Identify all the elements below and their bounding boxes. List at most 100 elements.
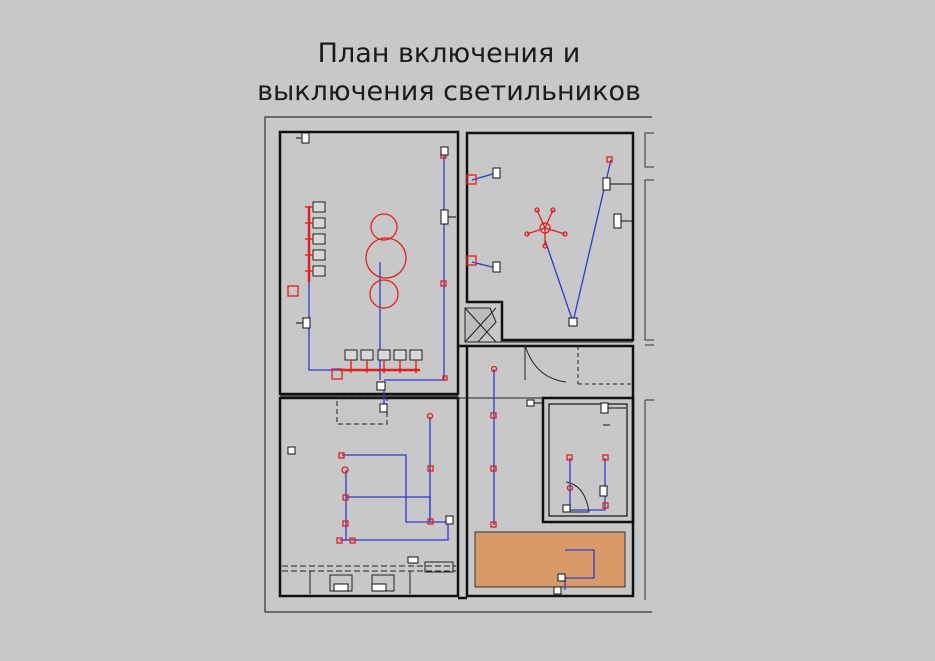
chandelier-arm-4	[544, 209, 554, 229]
sconce-ticks	[305, 206, 417, 373]
spot-20	[602, 502, 609, 509]
spot-13	[342, 494, 349, 501]
chandelier-bulb-1	[524, 231, 530, 237]
wire-bl-1	[342, 454, 448, 523]
switch-6	[379, 403, 388, 413]
door-arc-bath	[565, 481, 590, 513]
adjacent-walls	[644, 132, 654, 600]
spot-9	[427, 465, 434, 472]
switch-stubs	[296, 137, 632, 426]
sconce-box-3	[312, 233, 326, 245]
switch-1	[301, 132, 310, 144]
kitchen-niche	[336, 397, 388, 425]
switch-11	[568, 317, 578, 327]
spot-3	[606, 156, 613, 163]
switch-10	[613, 213, 622, 229]
room-top-left	[278, 130, 460, 396]
spot-11	[338, 452, 345, 459]
chandelier-bulb-3	[534, 207, 540, 213]
spot-17	[602, 454, 609, 461]
switch-17	[599, 485, 608, 497]
switch-5	[376, 381, 386, 391]
wire-bath	[569, 458, 606, 511]
switch-21	[333, 583, 349, 592]
switch-12	[287, 446, 296, 455]
spot-16	[349, 537, 356, 544]
ceiling-lamp-2	[365, 237, 407, 279]
wire-tile	[564, 549, 595, 590]
sconce-box-1	[312, 201, 326, 213]
walls	[278, 130, 635, 600]
chandelier-icon	[524, 207, 568, 249]
ceiling-lamp-1	[370, 213, 398, 241]
ceiling-lamp-3	[369, 279, 399, 309]
slide-title-line-2: выключения светильников	[257, 76, 641, 107]
wall-light-tr-2	[466, 255, 477, 266]
wire-bl-3	[340, 522, 449, 541]
chandelier-bulb-5	[542, 243, 548, 249]
switch-8	[492, 261, 501, 273]
sconce-box-b5	[409, 349, 423, 361]
adjacent-wall-top	[644, 132, 654, 168]
chandelier-bulb-2	[562, 231, 568, 237]
switch-16	[600, 402, 609, 414]
switch-4	[302, 317, 311, 329]
wire-tr-right	[572, 184, 606, 323]
spot-10	[427, 518, 434, 525]
spot-4	[490, 365, 498, 373]
sconce-box-b2	[360, 349, 374, 361]
wall-light-tr-1	[466, 174, 477, 185]
spot-2	[440, 280, 447, 287]
sconce-box-4	[312, 249, 326, 261]
switch-20	[553, 586, 562, 595]
outer-frame	[264, 116, 652, 613]
chandelier-arm-2	[544, 227, 566, 235]
spot-15	[336, 537, 343, 544]
bathroom-inner	[548, 403, 628, 517]
wiring	[308, 152, 612, 590]
vent-shaft-x	[464, 307, 497, 343]
outer-frame-outline	[264, 116, 652, 613]
sconce-boxes-bottom	[344, 349, 423, 361]
spot-5	[490, 412, 497, 419]
switch-9	[602, 177, 611, 191]
chandelier-bulb-4	[550, 207, 556, 213]
sconce-boxes-left	[312, 201, 326, 277]
switches	[287, 132, 622, 595]
switch-14	[407, 556, 419, 564]
wire-bl-2	[346, 496, 431, 522]
sconce-box-b4	[393, 349, 407, 361]
spot-14	[342, 520, 349, 527]
wall-details	[280, 307, 633, 594]
sconce-box-b1	[344, 349, 358, 361]
sconce-box-5	[312, 265, 326, 277]
spot-7	[490, 521, 497, 528]
bathroom	[541, 396, 635, 524]
sconce-box-2	[312, 217, 326, 229]
hall-tile-area	[474, 531, 626, 588]
spot-18	[566, 454, 573, 461]
switch-15	[526, 399, 535, 407]
switch-7	[492, 167, 501, 179]
spot-12	[341, 466, 349, 474]
wall-light-tl-bottom	[331, 368, 343, 380]
room-top-right	[465, 131, 635, 342]
switch-2	[440, 146, 449, 156]
switch-13	[445, 515, 454, 525]
slide-title-line-1: План включения и	[317, 38, 581, 69]
spot-21	[442, 375, 448, 381]
wall-light-tl	[287, 285, 299, 297]
door-arc-hall	[524, 344, 567, 383]
fixtures	[287, 152, 613, 544]
spot-8	[426, 412, 434, 420]
switch-19	[557, 573, 566, 582]
chandelier-arm-1	[526, 227, 546, 235]
wire-tl-vertical	[384, 152, 445, 381]
switch-22	[371, 583, 387, 592]
adjacent-wall-mid	[644, 179, 654, 341]
chandelier-arm-3	[536, 209, 546, 229]
lighting-floor-plan	[264, 116, 654, 613]
switch-18	[562, 504, 571, 513]
spot-6	[490, 465, 497, 472]
switch-3	[440, 209, 449, 225]
